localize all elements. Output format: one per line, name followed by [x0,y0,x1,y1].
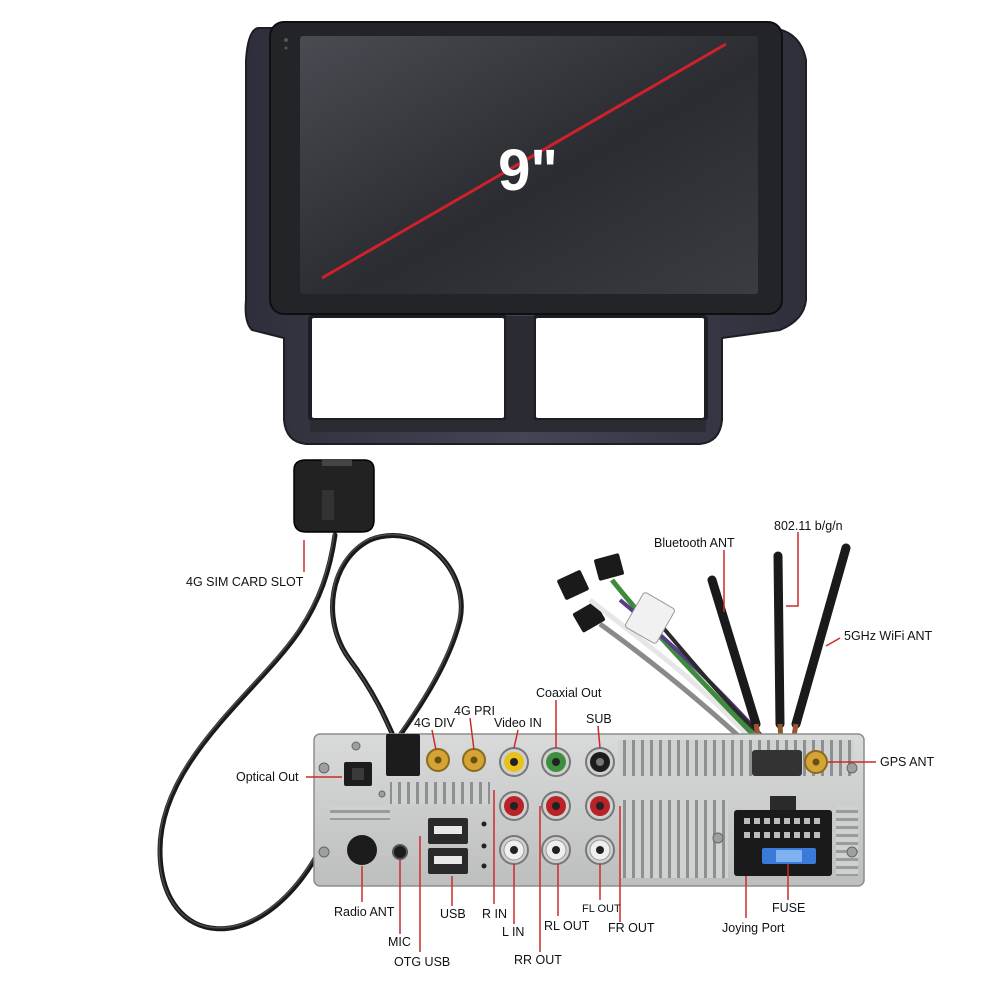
label-sub: SUB [586,712,612,726]
rca-video-in [499,747,529,777]
label-video-in: Video IN [494,716,542,730]
screen-size-label: 9" [498,138,558,203]
wifi-antenna-5ghz [791,543,851,729]
label-rr-out: RR OUT [514,953,562,967]
rear-panel [313,733,865,887]
wifi-antenna-80211 [773,551,785,729]
wire-harness [557,543,851,761]
label-otg-usb: OTG USB [394,955,450,969]
label-joying-port: Joying Port [722,921,785,935]
label-r-in: R IN [482,907,507,921]
frame-opening-left [308,314,508,422]
rca-l-in [499,835,529,865]
rca-rr-out [541,791,571,821]
label-5ghz-wifi-ant: 5GHz WiFi ANT [844,629,933,643]
rca-coaxial-out [541,747,571,777]
label-rl-out: RL OUT [544,919,590,933]
sim-card-slot-label: 4G SIM CARD SLOT [186,575,304,589]
touch-screen [300,36,758,294]
rca-fr-out [585,791,615,821]
label-80211: 802.11 b/g/n [774,519,843,533]
head-unit-display: 9" [244,21,807,445]
label-l-in: L IN [502,925,524,939]
label-gps-ant: GPS ANT [880,755,935,769]
label-fl-out: FL OUT [582,903,621,915]
frame-opening-right [532,314,708,422]
label-usb: USB [440,907,466,921]
label-4g-pri: 4G PRI [454,704,495,718]
rca-r-in [499,791,529,821]
label-fuse: FUSE [772,901,805,915]
label-4g-div: 4G DIV [414,716,456,730]
label-optical-out: Optical Out [236,770,299,784]
rca-sub [585,747,615,777]
mic-jack [392,844,408,860]
bluetooth-antenna [707,575,761,729]
radio-ant-port [347,835,377,865]
label-coaxial-out: Coaxial Out [536,686,602,700]
label-fr-out: FR OUT [608,921,655,935]
screen-diagonal-line [321,42,727,280]
rca-fl-out [585,835,615,865]
label-radio-ant: Radio ANT [334,905,395,919]
labels: Optical Out 4G DIV 4G PRI Video IN Coaxi… [236,519,935,969]
label-bluetooth-ant: Bluetooth ANT [654,536,735,550]
callout-lines [306,532,876,952]
rca-rl-out [541,835,571,865]
label-mic: MIC [388,935,411,949]
